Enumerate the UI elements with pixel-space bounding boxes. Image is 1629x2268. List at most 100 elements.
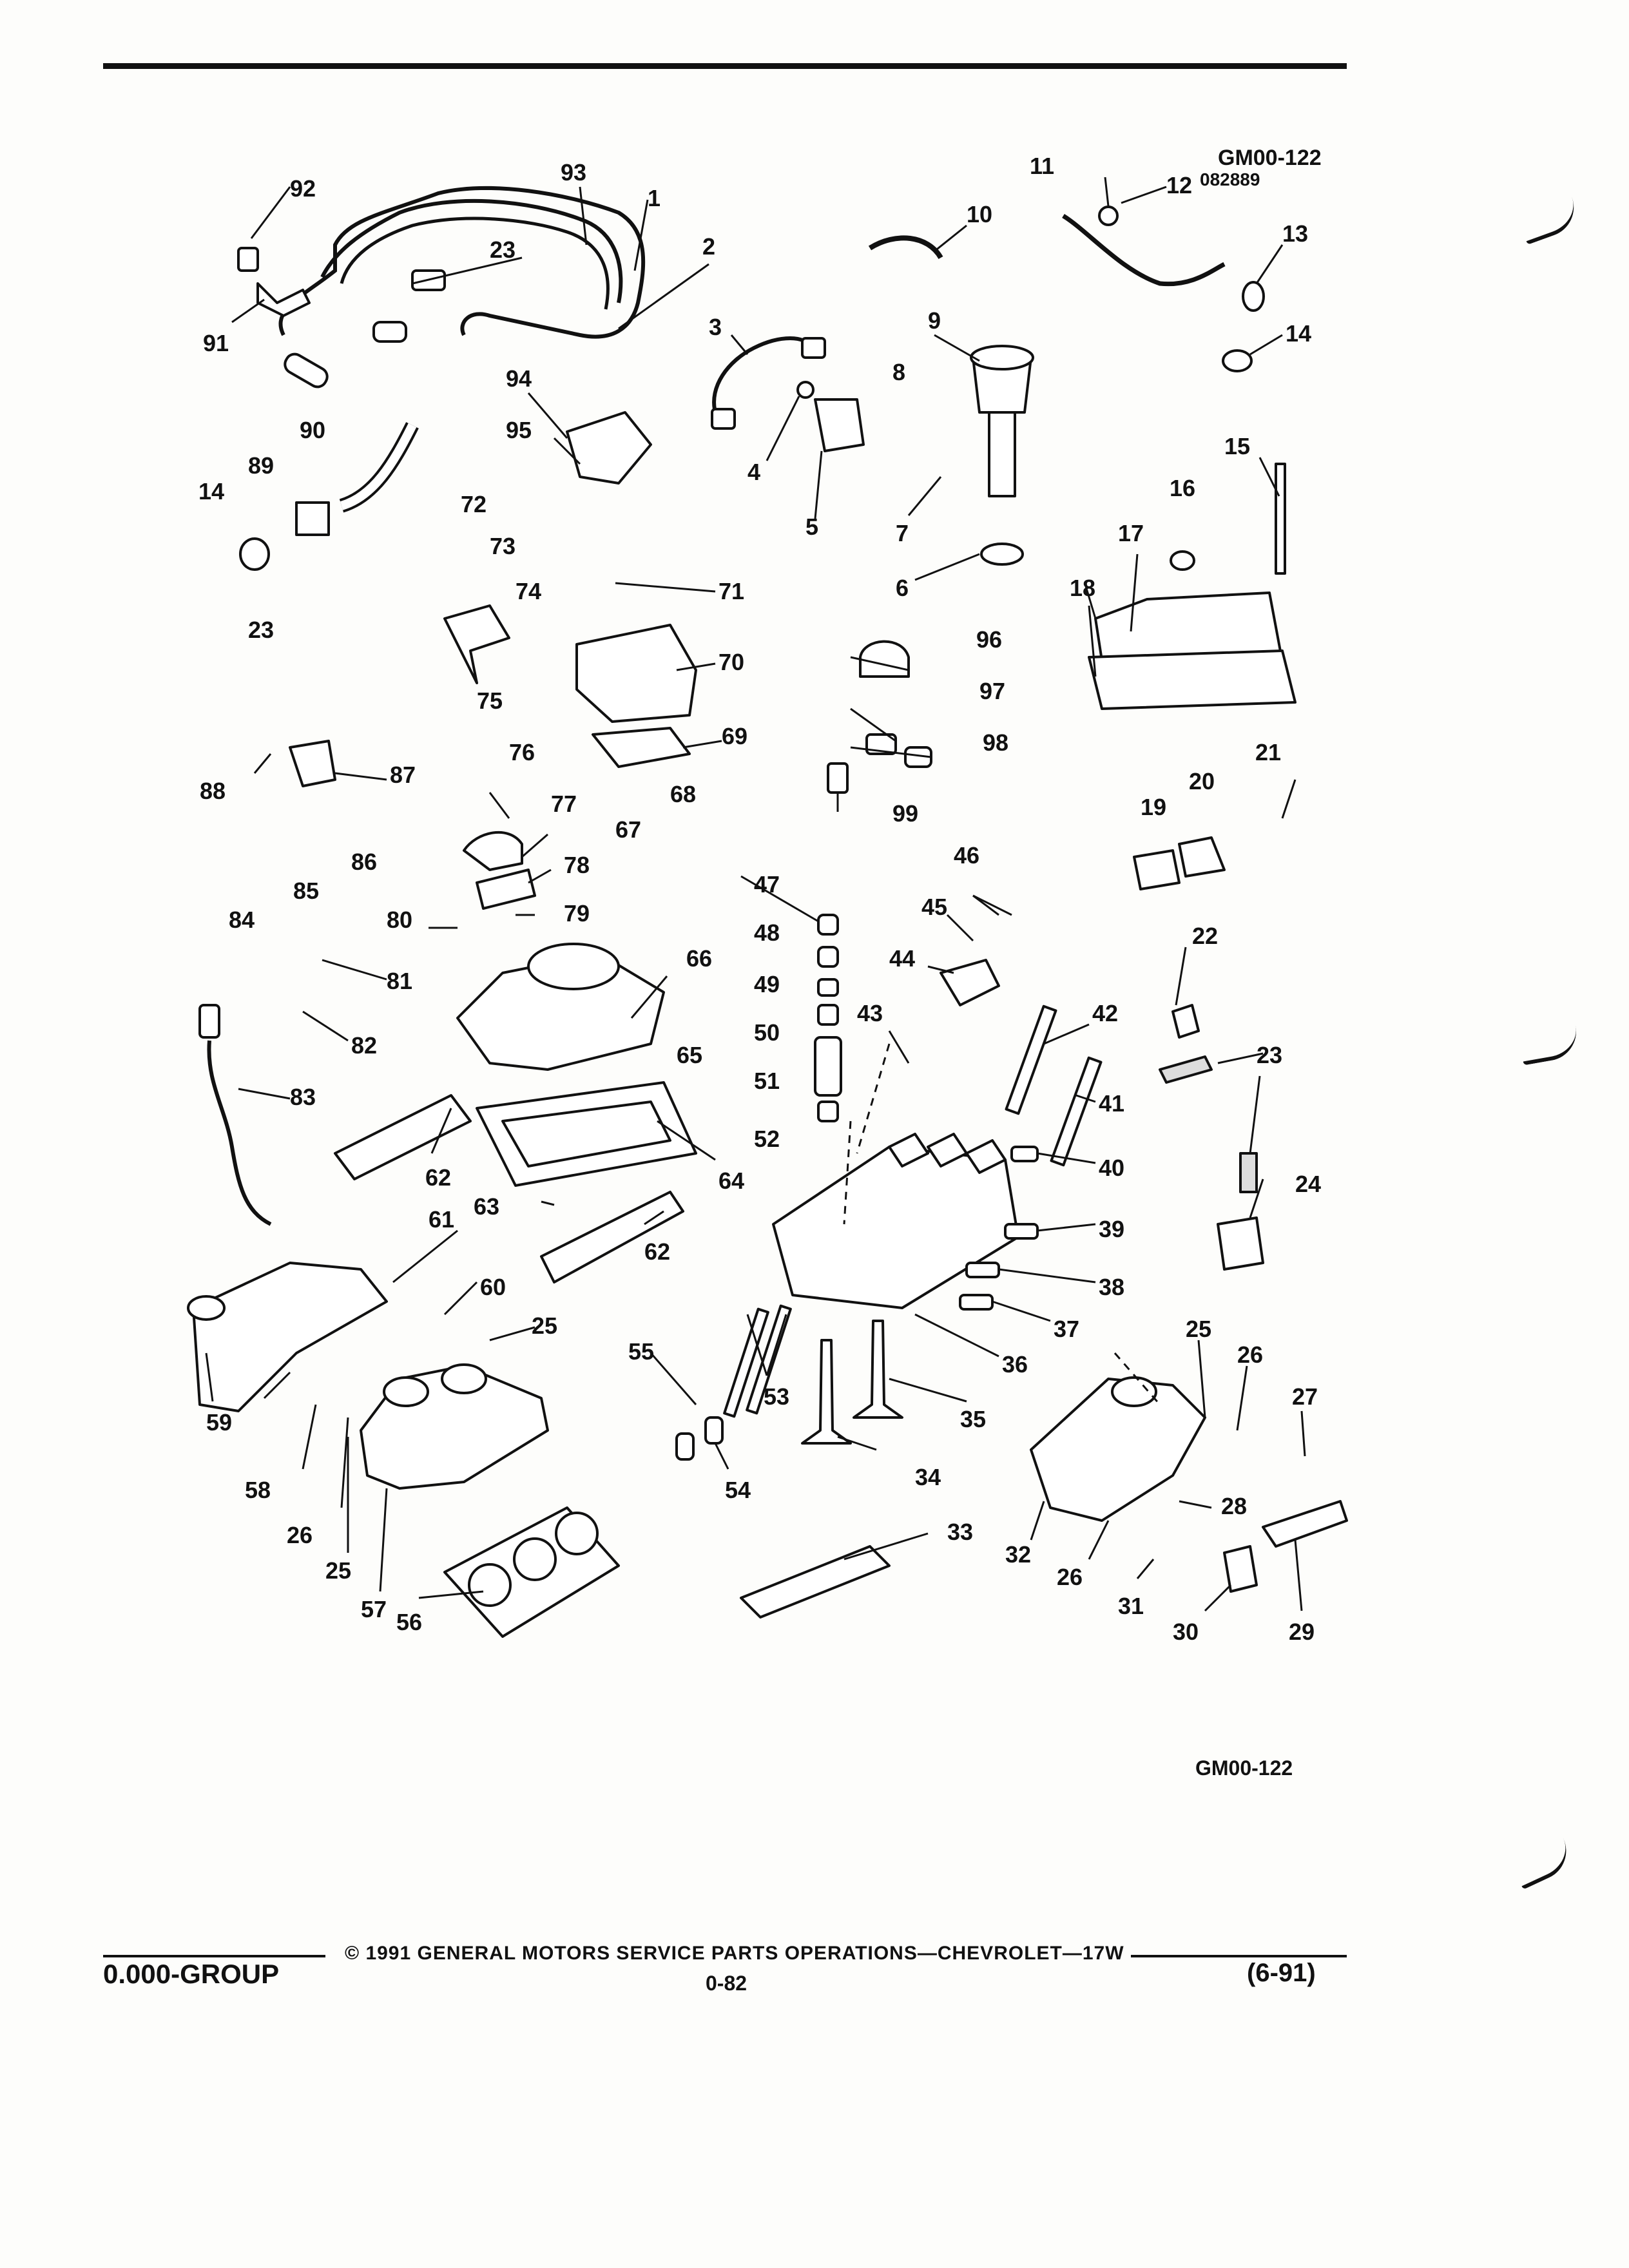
callout-12: 12 [1166, 172, 1192, 198]
footer-copyright: © 1991 GENERAL MOTORS SERVICE PARTS OPER… [345, 1943, 1124, 1964]
callout-85: 85 [293, 878, 319, 904]
footer-date: (6-91) [1247, 1959, 1316, 1987]
callout-48: 48 [754, 919, 780, 946]
callout-18: 18 [1070, 575, 1095, 601]
callout-19: 19 [1141, 794, 1166, 820]
callout-32: 32 [1005, 1541, 1031, 1568]
callout-6: 6 [896, 575, 909, 601]
callout-40: 40 [1099, 1155, 1124, 1181]
footer-page-number: 0-82 [706, 1972, 747, 1995]
callout-53: 53 [764, 1383, 789, 1410]
callout-25-b: 25 [1186, 1316, 1211, 1342]
footer-group: 0.000-GROUP [103, 1959, 280, 1989]
callout-60: 60 [480, 1274, 506, 1300]
callout-13: 13 [1282, 220, 1308, 247]
callout-81: 81 [387, 968, 412, 994]
callout-25-c: 25 [325, 1557, 351, 1584]
callout-23-right: 23 [1257, 1042, 1282, 1068]
callout-95: 95 [506, 417, 532, 443]
callout-21: 21 [1255, 739, 1281, 765]
callout-9: 9 [928, 307, 941, 334]
callout-61: 61 [429, 1206, 454, 1233]
callout-98: 98 [983, 729, 1008, 756]
callout-26-c: 26 [1057, 1564, 1083, 1590]
callout-39: 39 [1099, 1216, 1124, 1242]
callout-24: 24 [1295, 1171, 1321, 1197]
callout-25-a: 25 [532, 1312, 557, 1339]
callout-23-mid: 23 [248, 617, 274, 643]
callout-16: 16 [1170, 475, 1195, 501]
callout-28: 28 [1221, 1493, 1247, 1519]
callout-59: 59 [206, 1409, 232, 1436]
callout-71: 71 [718, 578, 744, 604]
callout-91: 91 [203, 330, 229, 356]
callout-26-a: 26 [1237, 1341, 1263, 1368]
callout-54: 54 [725, 1477, 751, 1503]
figure-code-bottom: GM00-122 [1195, 1756, 1293, 1780]
part-drawings [187, 186, 1348, 1638]
callout-74: 74 [516, 578, 541, 604]
callout-87: 87 [390, 762, 416, 788]
callout-79: 79 [564, 900, 590, 927]
callout-14-right: 14 [1286, 320, 1311, 347]
callout-45: 45 [921, 894, 947, 920]
callout-26-b: 26 [287, 1522, 313, 1548]
callout-77: 77 [551, 791, 577, 817]
callout-88: 88 [200, 778, 226, 804]
callout-7: 7 [896, 520, 909, 546]
callout-36: 36 [1002, 1351, 1028, 1378]
callout-68: 68 [670, 781, 696, 807]
callout-14-left: 14 [198, 478, 224, 505]
callout-4: 4 [747, 459, 760, 485]
callout-29: 29 [1289, 1619, 1315, 1645]
callout-96: 96 [976, 626, 1002, 653]
callout-47: 47 [754, 871, 780, 898]
callout-69: 69 [722, 723, 747, 749]
footer-rule-right [1131, 1955, 1347, 1957]
callout-72: 72 [461, 491, 487, 517]
callout-31: 31 [1118, 1593, 1144, 1619]
callout-94: 94 [506, 365, 532, 392]
callout-83: 83 [290, 1084, 316, 1110]
callout-63: 63 [474, 1193, 499, 1220]
callout-23-top: 23 [490, 236, 516, 263]
callout-51: 51 [754, 1068, 780, 1094]
callout-99: 99 [892, 800, 918, 827]
header-date-code: 082889 [1200, 169, 1260, 189]
callout-82: 82 [351, 1032, 377, 1059]
callout-70: 70 [718, 649, 744, 675]
callout-5: 5 [805, 514, 818, 540]
callout-43: 43 [857, 1000, 883, 1026]
callout-20: 20 [1189, 768, 1215, 794]
callout-64: 64 [718, 1168, 744, 1194]
footer-rule-left [103, 1955, 325, 1957]
callout-76: 76 [509, 739, 535, 765]
callout-3: 3 [709, 314, 722, 340]
callout-22: 22 [1192, 923, 1218, 949]
header-figure-code: GM00-122 [1218, 146, 1322, 170]
callout-92: 92 [290, 175, 316, 202]
callout-90: 90 [300, 417, 325, 443]
callout-46: 46 [954, 842, 979, 869]
callout-75: 75 [477, 687, 503, 714]
callout-65: 65 [677, 1042, 702, 1068]
callout-73: 73 [490, 533, 516, 559]
leader-lines [205, 177, 1306, 1612]
callout-35: 35 [960, 1406, 986, 1432]
callout-10: 10 [967, 201, 992, 227]
callout-93: 93 [561, 159, 586, 186]
callout-80: 80 [387, 907, 412, 933]
callout-66: 66 [686, 945, 712, 972]
callout-97: 97 [979, 678, 1005, 704]
part-callouts: 1 2 3 4 5 6 7 8 9 10 11 12 13 14 14 15 1… [198, 153, 1321, 1645]
callout-56: 56 [396, 1609, 422, 1635]
callout-11: 11 [1030, 153, 1054, 179]
callout-17: 17 [1118, 520, 1144, 546]
callout-62-a: 62 [425, 1164, 451, 1191]
callout-41: 41 [1099, 1090, 1124, 1117]
callout-27: 27 [1292, 1383, 1318, 1410]
top-rule [103, 63, 1347, 69]
callout-67: 67 [615, 816, 641, 843]
